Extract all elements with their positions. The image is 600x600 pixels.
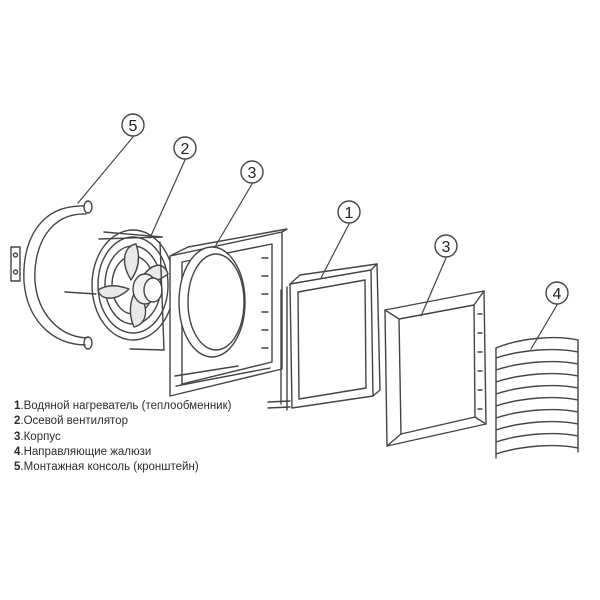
legend-text: .Направляющие жалюзи xyxy=(20,445,152,458)
legend-item: 3.Корпус xyxy=(14,430,231,445)
legend-number: 4 xyxy=(14,445,21,458)
axial-fan xyxy=(64,229,175,351)
water-heater xyxy=(267,263,381,411)
callout-3b-label: 3 xyxy=(442,239,451,256)
callout-5-label: 5 xyxy=(129,118,138,135)
legend-number: 2 xyxy=(14,415,21,428)
legend-text: .Водяной нагреватель (теплообменник) xyxy=(20,400,232,412)
callout-3a-circle xyxy=(240,160,264,184)
callout-3a-label: 3 xyxy=(248,165,257,182)
legend-number: 1 xyxy=(14,400,21,412)
legend-number: 3 xyxy=(14,430,21,443)
legend-number: 5 xyxy=(14,461,21,474)
legend-item: 5.Монтажная консоль (кронштейн) xyxy=(14,460,231,475)
callout-2-circle xyxy=(173,136,197,160)
callout-5-circle xyxy=(121,113,145,137)
callout-1-label: 1 xyxy=(345,205,354,222)
legend-item: 1.Водяной нагреватель (теплообменник) xyxy=(14,399,231,414)
legend-text: .Корпус xyxy=(20,430,61,443)
housing-rear xyxy=(384,290,487,447)
mounting-bracket xyxy=(10,200,93,350)
housing-front xyxy=(169,228,288,397)
callout-3b-circle xyxy=(434,234,458,258)
callout-1-circle xyxy=(337,200,361,224)
legend-text: .Монтажная консоль (кронштейн) xyxy=(20,461,199,474)
callout-4-circle xyxy=(545,281,569,305)
legend-item: 2.Осевой вентилятор xyxy=(14,414,231,429)
leader-lines xyxy=(77,136,558,350)
callout-2-label: 2 xyxy=(181,141,190,158)
legend-text: .Осевой вентилятор xyxy=(20,415,128,428)
legend: 1.Водяной нагреватель (теплообменник) 2.… xyxy=(14,399,231,475)
guide-louvers xyxy=(495,336,579,459)
callout-4-label: 4 xyxy=(553,286,562,303)
legend-item: 4.Направляющие жалюзи xyxy=(14,445,231,460)
